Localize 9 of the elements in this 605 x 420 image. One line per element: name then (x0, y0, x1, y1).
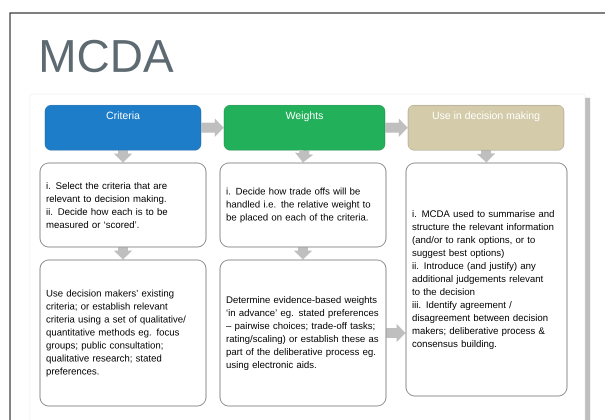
step-header: Use in decision making (408, 105, 564, 150)
text-box: i. MCDA used to summarise and structure the relevant information (and/or to rank options, or to suggest best options) ii. Introduce (and justify) any additional judgements relevant to the decision iii. Identify agreement / disagreement between decision makers; deliberative process & consensus building. (406, 162, 568, 396)
text-box: Determine evidence-based weights ‘in advance’ eg. stated preferences – pairwise choices; trade-off tasks; rating/scaling) or establish these as part of the deliberative process eg. using electronic aids. (220, 260, 386, 406)
slide-title: MCDA (42, 40, 174, 72)
step-header: Weights (224, 105, 386, 150)
step-header: Criteria (44, 105, 202, 150)
text-box: Use decision makers’ existing criteria; or establish relevant criteria using a set of qualitative/ quantitative methods eg. focus groups; public consultation; qualitative research; stated preferences. (40, 260, 206, 406)
text-box: i. Select the criteria that are relevant to decision making. ii. Decide how each is to be measured or ‘scored’. (40, 162, 206, 248)
text-box: i. Decide how trade offs will be handled i.e. the relative weight to be placed on each of the criteria. (220, 162, 386, 248)
